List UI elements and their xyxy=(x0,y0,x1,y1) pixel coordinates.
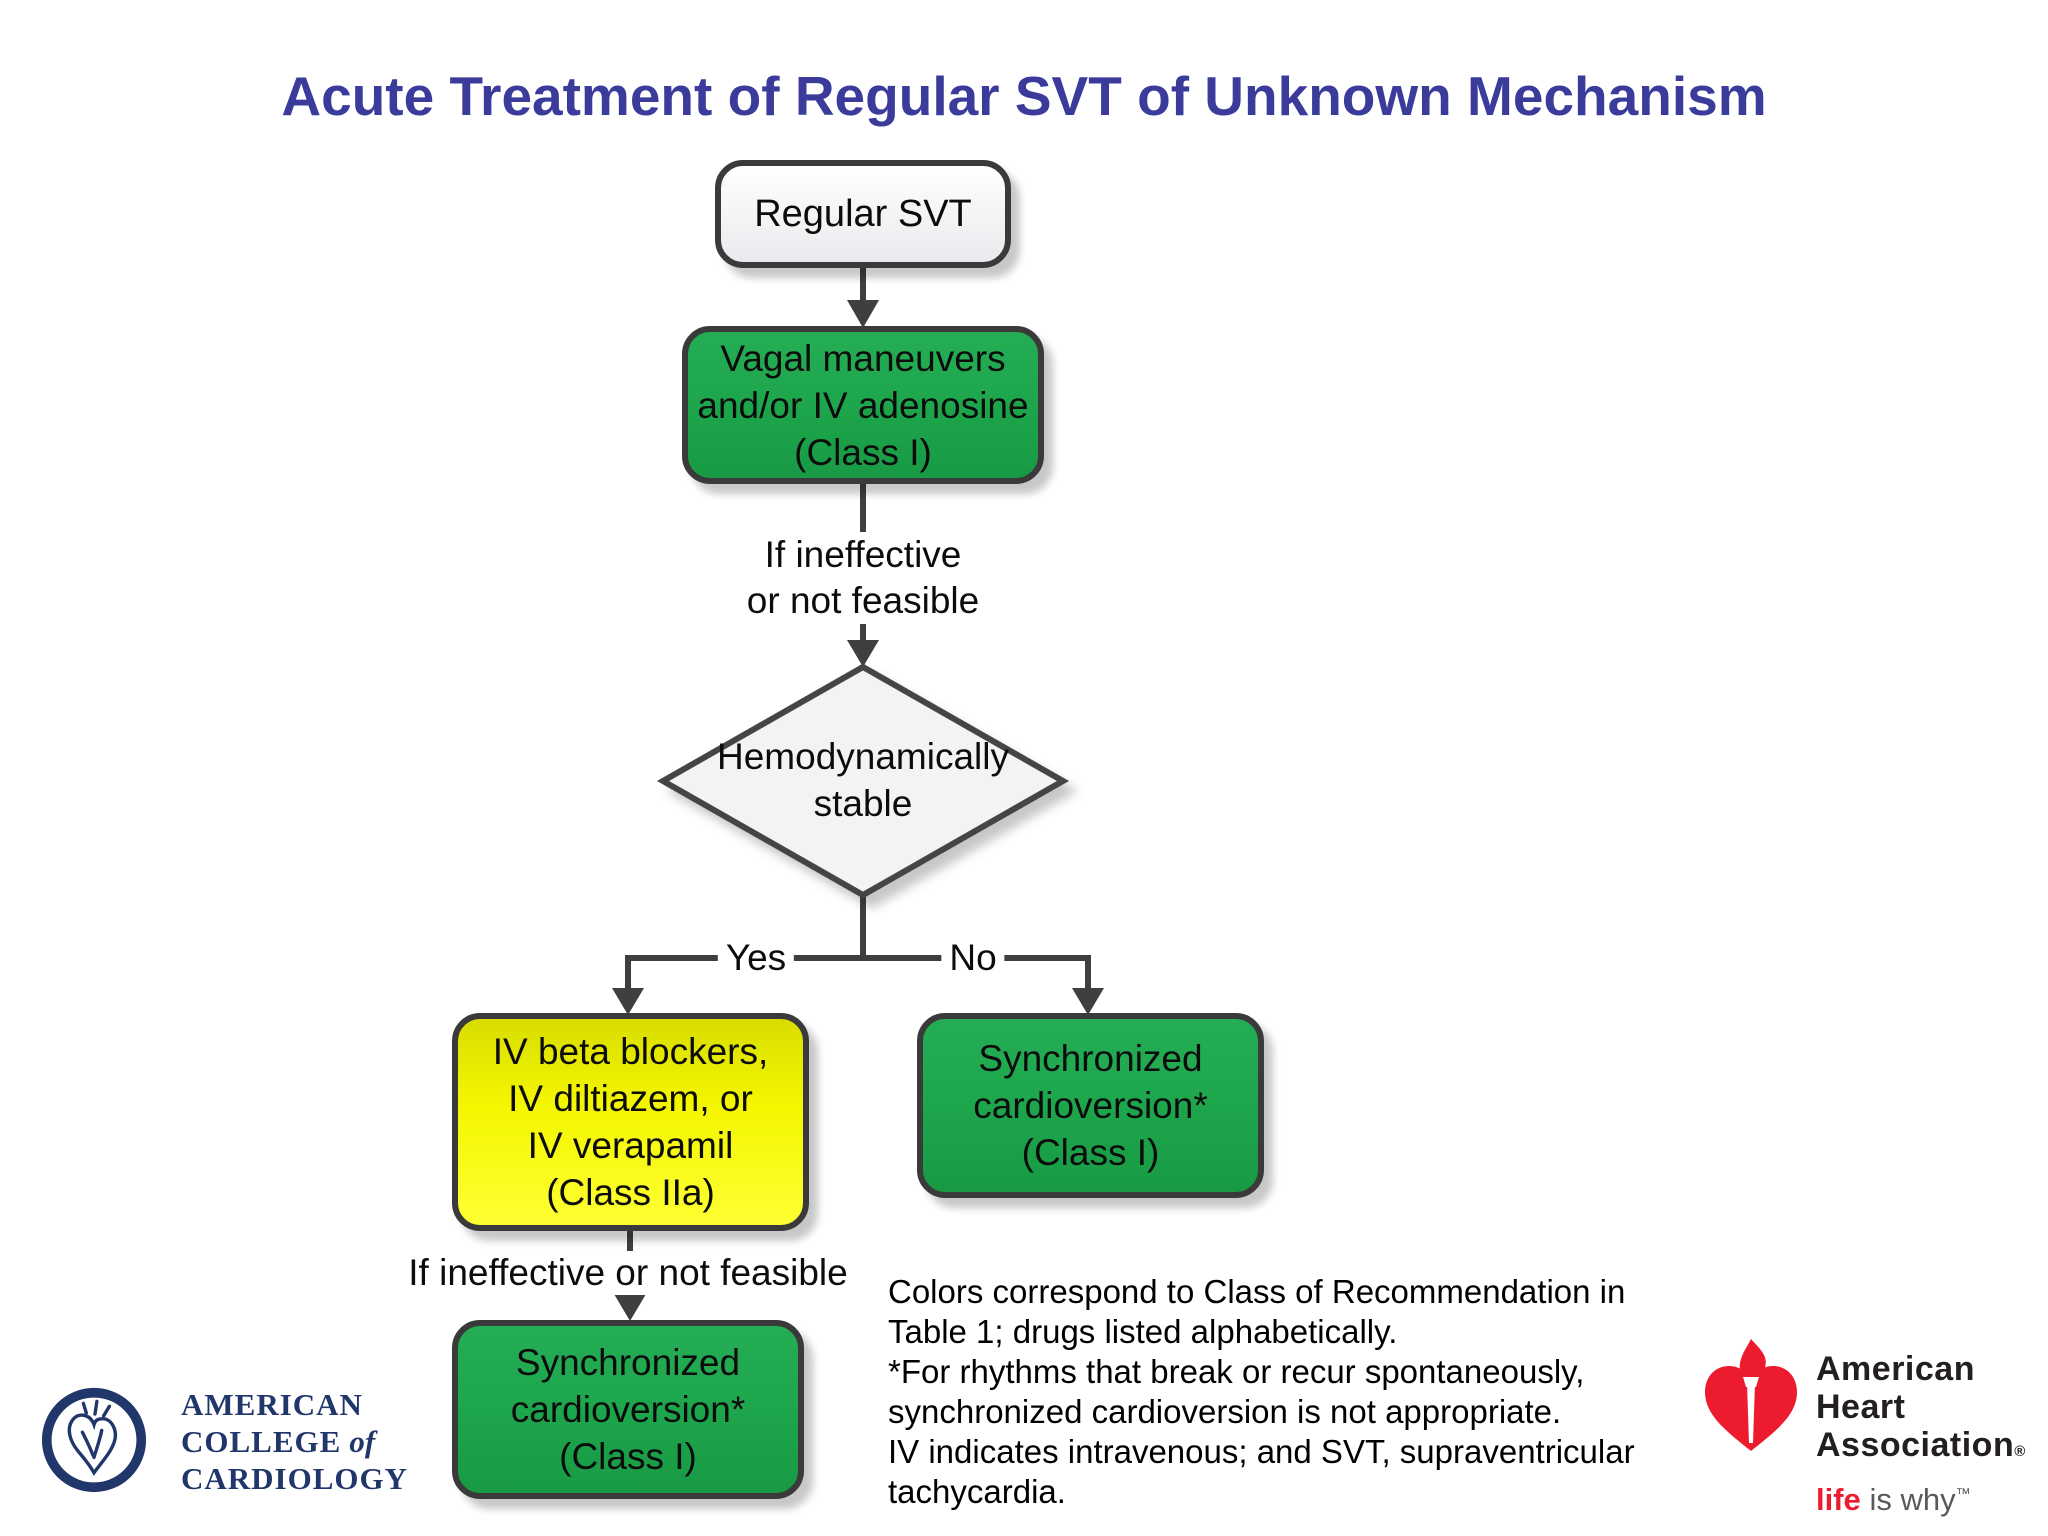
node-vagal-maneuvers-label: Vagal maneuvers and/or IV adenosine (Cla… xyxy=(697,337,1029,473)
node-decision-hemodynamically-stable: Hemodynamically stable xyxy=(717,736,1009,824)
acc-logo-college: COLLEGE xyxy=(181,1424,342,1459)
aha-logo-line2: Heart xyxy=(1816,1388,1906,1426)
aha-logo-text: American Heart Association® xyxy=(1816,1350,2026,1471)
arrowhead-icon xyxy=(847,640,879,667)
acc-emblem-icon xyxy=(41,1387,147,1493)
registered-mark: ® xyxy=(2014,1443,2026,1460)
acc-logo-line1: AMERICAN xyxy=(181,1387,363,1422)
decision-diamond-shape xyxy=(656,663,1070,899)
edge-label-no: No xyxy=(941,935,1005,980)
aha-tagline-rest: is why xyxy=(1869,1482,1956,1517)
node-regular-svt: Regular SVT xyxy=(715,160,1011,268)
node-synchronized-cardioversion-unstable-label: Synchronized cardioversion* (Class I) xyxy=(973,1038,1208,1173)
trademark-mark: ™ xyxy=(1955,1485,1971,1503)
acc-logo-line3: CARDIOLOGY xyxy=(181,1461,409,1496)
edge-label-yes: Yes xyxy=(717,935,795,980)
edge-label-if-ineffective-bottom: If ineffective or not feasible xyxy=(408,1251,848,1295)
acc-logo-of: of xyxy=(349,1424,376,1459)
node-synchronized-cardioversion-unstable: Synchronized cardioversion* (Class I) xyxy=(917,1013,1264,1198)
aha-logo-association: Association xyxy=(1816,1426,2015,1464)
aha-logo-line3: Association® xyxy=(1816,1426,2026,1471)
arrowhead-icon xyxy=(614,1294,646,1321)
arrowhead-icon xyxy=(1072,988,1104,1015)
arrowhead-icon xyxy=(847,300,879,328)
node-iv-beta-blockers-label: IV beta blockers, IV diltiazem, or IV ve… xyxy=(492,1031,769,1213)
aha-tagline-life: life xyxy=(1816,1482,1861,1517)
aha-heart-torch-icon xyxy=(1705,1339,1797,1451)
node-synchronized-cardioversion-second-line: Synchronized cardioversion* (Class I) xyxy=(452,1320,804,1499)
footnote-text: Colors correspond to Class of Recommenda… xyxy=(888,1273,1635,1510)
node-vagal-maneuvers: Vagal maneuvers and/or IV adenosine (Cla… xyxy=(682,326,1044,484)
edge-label-if-ineffective-top: If ineffective or not feasible xyxy=(733,532,993,624)
arrowhead-icon xyxy=(612,988,644,1015)
node-iv-beta-blockers: IV beta blockers, IV diltiazem, or IV ve… xyxy=(452,1013,809,1231)
page-title: Acute Treatment of Regular SVT of Unknow… xyxy=(281,65,1767,127)
node-synchronized-cardioversion-second-line-label: Synchronized cardioversion* (Class I) xyxy=(510,1342,746,1477)
aha-logo-line1: American xyxy=(1816,1350,1975,1388)
node-regular-svt-label: Regular SVT xyxy=(754,192,972,235)
